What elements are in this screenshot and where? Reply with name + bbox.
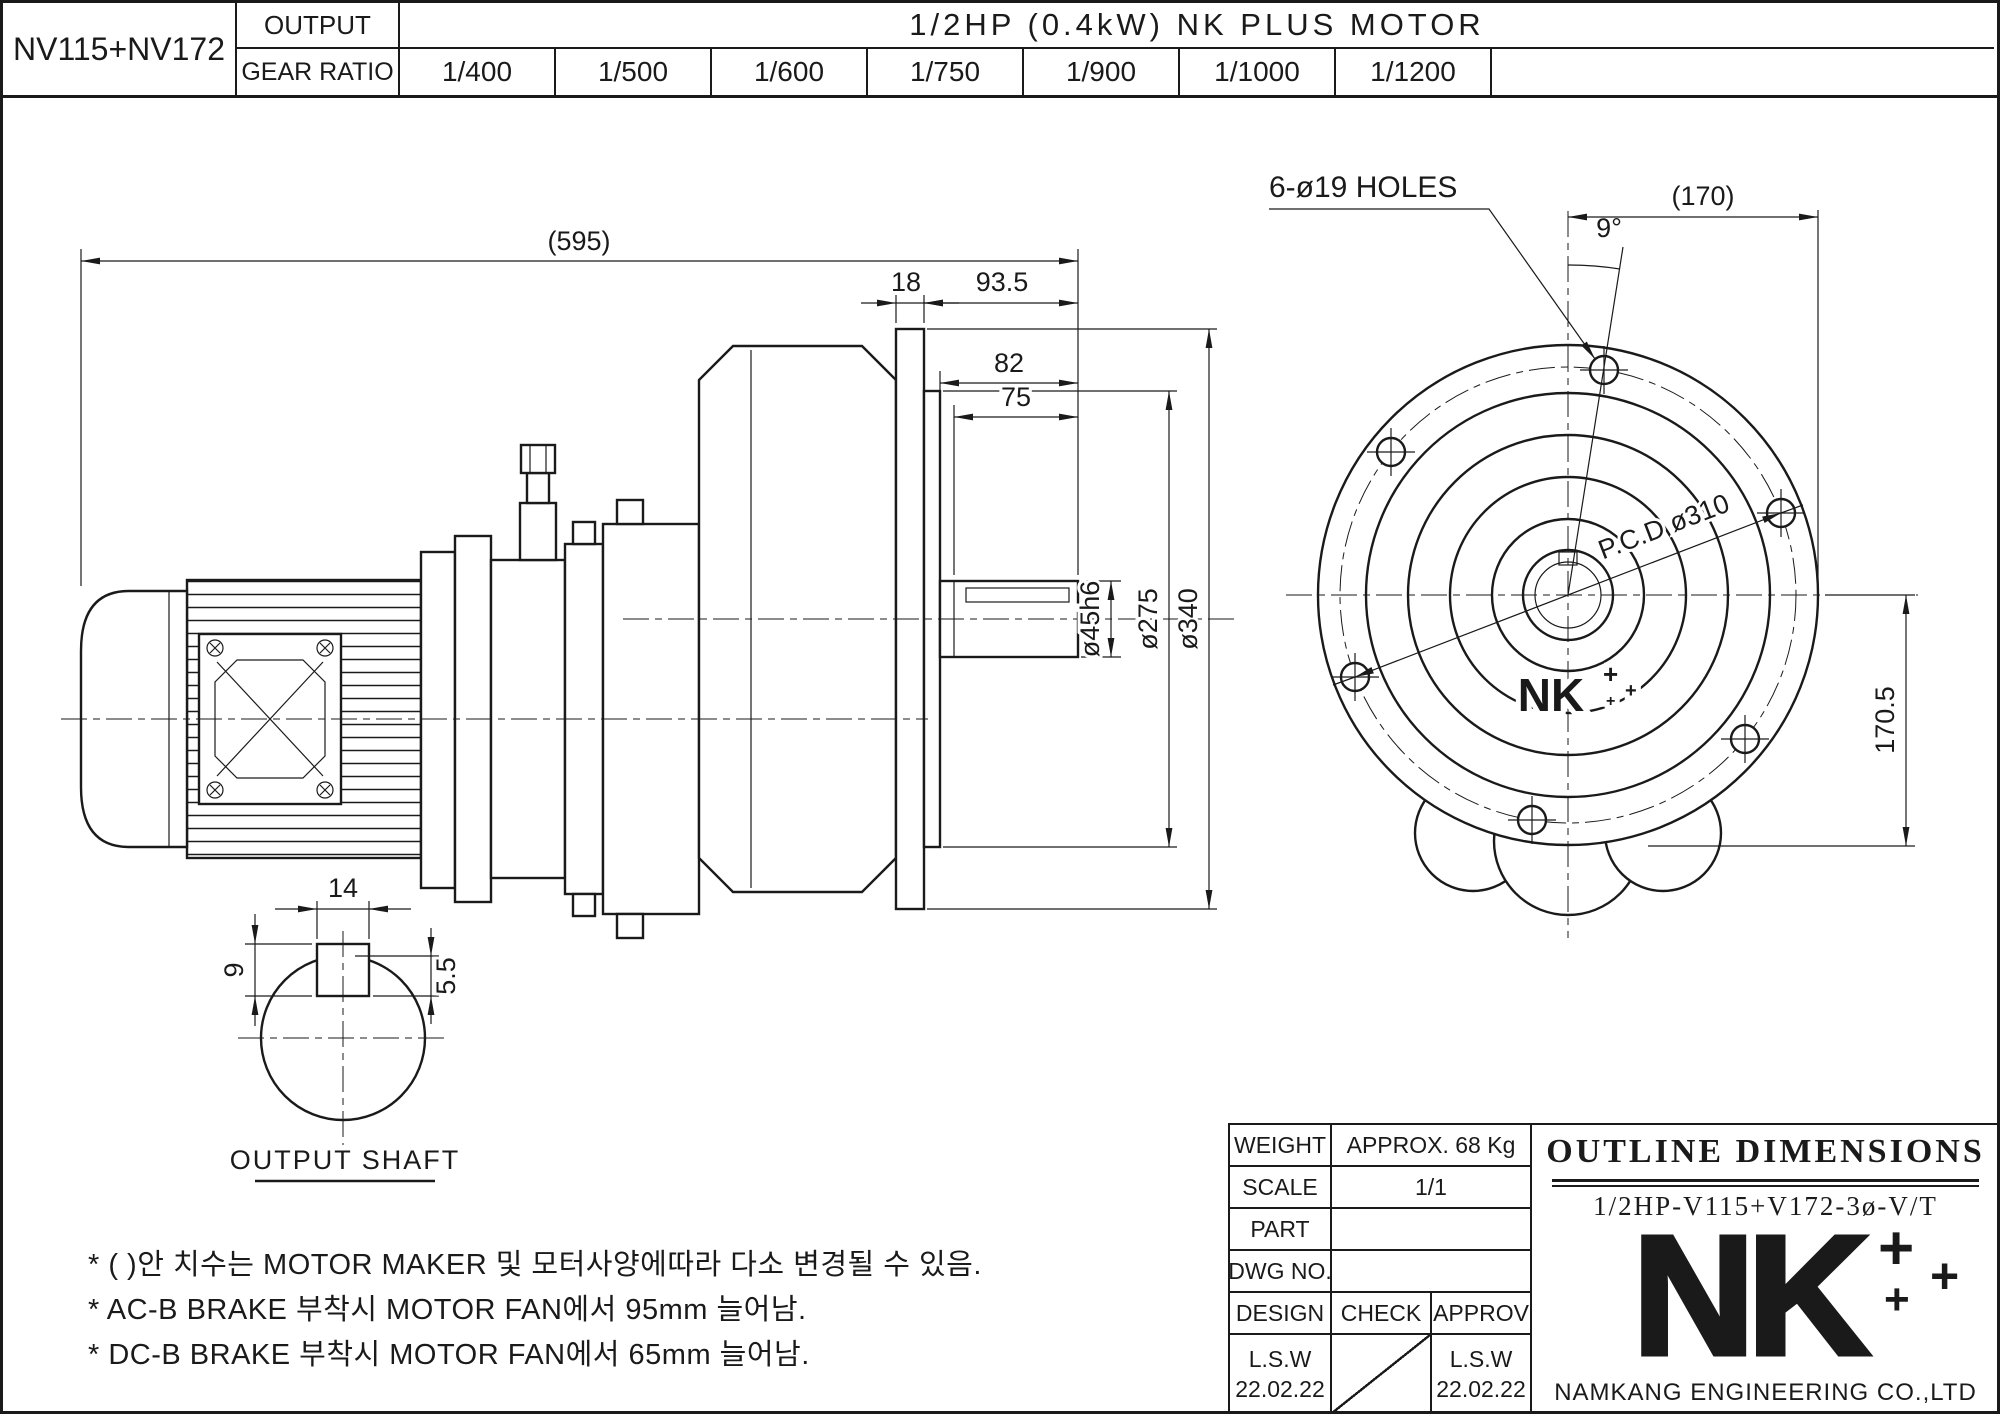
model-cell: NV115+NV172 <box>3 3 237 95</box>
svg-text:NK: NK <box>1518 669 1584 721</box>
note-line: * DC-B BRAKE 부착시 MOTOR FAN에서 65mm 늘어남. <box>88 1339 810 1371</box>
title-area: OUTLINE DIMENSIONS 1/2HP-V115+V172-3ø-V/… <box>1532 1125 1997 1411</box>
gear-case-bolts <box>615 498 645 940</box>
drawing-title: OUTLINE DIMENSIONS <box>1546 1133 1985 1170</box>
scale-value: 1/1 <box>1332 1167 1532 1209</box>
design-signature: L.S.W 22.02.22 <box>1230 1335 1332 1411</box>
design-label: DESIGN <box>1230 1293 1332 1335</box>
ratio-cell: 1/900 <box>1024 49 1180 95</box>
motor-end-bell-octagon <box>214 659 326 779</box>
svg-text:+: + <box>1603 659 1618 689</box>
dim-shaft-length: 82 <box>994 348 1024 378</box>
mid-flange-bolts <box>571 520 597 918</box>
note-line: * ( )안 치수는 MOTOR MAKER 및 모터사양에따라 다소 변경될 … <box>88 1249 982 1281</box>
dim-shaft-usable: 75 <box>1001 382 1031 412</box>
approv-sign: L.S.W <box>1449 1346 1513 1372</box>
header-bottom-rule <box>3 95 1997 98</box>
motor-fan-cover <box>79 589 189 849</box>
dim-key-width: 14 <box>328 873 358 903</box>
dim-key-depth: 5.5 <box>431 957 461 995</box>
bolt-hole <box>1721 715 1769 763</box>
note-line: * AC-B BRAKE 부착시 MOTOR FAN에서 95mm 늘어남. <box>88 1294 807 1326</box>
nk-logo-big: NK + + + <box>1532 1201 1997 1391</box>
drawing-canvas: (595) 18 93.5 82 75 ø45h6 ø275 ø340 <box>61 168 1918 1183</box>
dim-shaft-diameter: ø45h6 <box>1075 581 1105 658</box>
svg-text:+: + <box>1625 680 1637 702</box>
plus-mark: + <box>1884 1275 1910 1324</box>
dim-key-height: 9 <box>219 962 249 977</box>
part-value <box>1332 1209 1532 1251</box>
motor-end-bell-cross <box>216 661 324 777</box>
plus-mark: + <box>1878 1214 1915 1283</box>
ratio-cell: 1/1000 <box>1180 49 1336 95</box>
design-date: 22.02.22 <box>1235 1376 1325 1402</box>
check-signature <box>1332 1335 1432 1411</box>
shaft-keyway-side <box>965 587 1070 603</box>
approv-signature: L.S.W 22.02.22 <box>1432 1335 1532 1411</box>
ratio-cell: 1/750 <box>868 49 1024 95</box>
side-view <box>61 327 1235 940</box>
side-view-dimensions: (595) 18 93.5 82 75 ø45h6 ø275 ø340 <box>80 223 1217 910</box>
svg-text:+: + <box>1606 693 1615 710</box>
weight-label: WEIGHT <box>1230 1125 1332 1167</box>
check-label: CHECK <box>1332 1293 1432 1335</box>
dim-overall-length: (595) <box>547 226 610 256</box>
company-name: NAMKANG ENGINEERING CO.,LTD <box>1554 1379 1977 1406</box>
output-shaft-detail: 14 9 5.5 OUTPUT SHAFT <box>216 870 464 1183</box>
motor-corner-screws <box>206 639 334 799</box>
ratio-cell: 1/400 <box>400 49 556 95</box>
plus-mark: + <box>1930 1248 1960 1304</box>
title-block: WEIGHT APPROX. 68 Kg SCALE 1/1 PART DWG … <box>1228 1123 1997 1411</box>
holes-callout: 6-ø19 HOLES <box>1269 171 1457 204</box>
adapter-flange-1 <box>419 550 457 890</box>
output-shaft-label: OUTPUT SHAFT <box>230 1145 461 1175</box>
ratio-cell: 1/1200 <box>1336 49 1492 95</box>
approv-date: 22.02.22 <box>1436 1376 1526 1402</box>
dim-extension: 93.5 <box>976 267 1029 297</box>
bolt-hole <box>1367 428 1415 476</box>
drawing-code: 1/2HP-V115+V172-3ø-V/T <box>1593 1191 1938 1221</box>
dim-spigot-diameter: ø275 <box>1133 588 1163 650</box>
design-sign: L.S.W <box>1248 1346 1312 1372</box>
vent-plug <box>518 443 558 562</box>
approv-label: APPROV <box>1432 1293 1532 1335</box>
dwg-no-value <box>1332 1251 1532 1293</box>
dim-flange-diameter: ø340 <box>1173 588 1203 650</box>
ratio-cell: 1/500 <box>556 49 712 95</box>
title-rule-thin <box>1552 1185 1979 1187</box>
motor-spec-cell: 1/2HP (0.4kW) NK PLUS MOTOR <box>400 3 1994 49</box>
title-rule-thick <box>1552 1179 1979 1182</box>
gear-ratio-label-cell: GEAR RATIO <box>237 49 400 95</box>
weight-value: APPROX. 68 Kg <box>1332 1125 1532 1167</box>
dim-half-width: (170) <box>1671 181 1734 211</box>
part-label: PART <box>1230 1209 1332 1251</box>
dim-center-to-bottom: 170.5 <box>1870 686 1900 754</box>
dim-flange-thickness: 18 <box>891 267 921 297</box>
bolt-hole <box>1508 796 1556 844</box>
ratio-cell: 1/600 <box>712 49 868 95</box>
output-label-cell: OUTPUT <box>237 3 400 49</box>
front-view: NK + + + <box>1286 211 1918 938</box>
dwg-no-label: DWG NO. <box>1228 1251 1332 1293</box>
nk-logo-text: NK <box>1630 1201 1873 1391</box>
scale-label: SCALE <box>1230 1167 1332 1209</box>
